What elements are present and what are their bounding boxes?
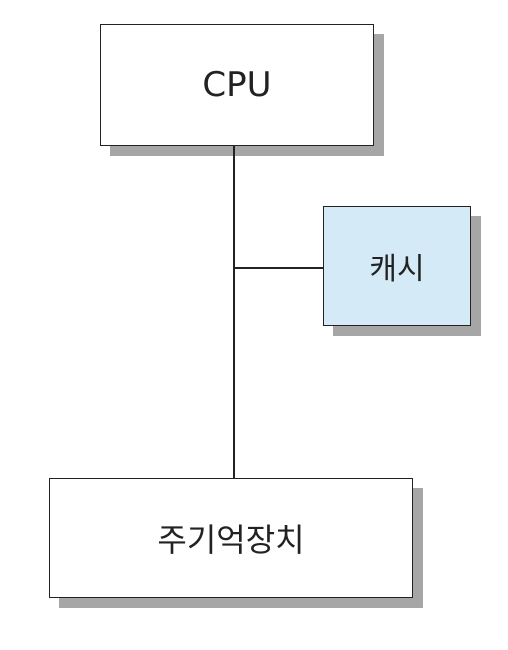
main-memory-label: 주기억장치 (157, 521, 305, 559)
cpu-label: CPU (202, 65, 272, 105)
cpu-box: CPU (100, 24, 374, 146)
cache-label: 캐시 (369, 252, 425, 287)
bus-line (233, 146, 235, 478)
main-memory-box: 주기억장치 (49, 478, 413, 598)
cache-box: 캐시 (323, 206, 471, 326)
cache-connector-line (233, 267, 323, 269)
